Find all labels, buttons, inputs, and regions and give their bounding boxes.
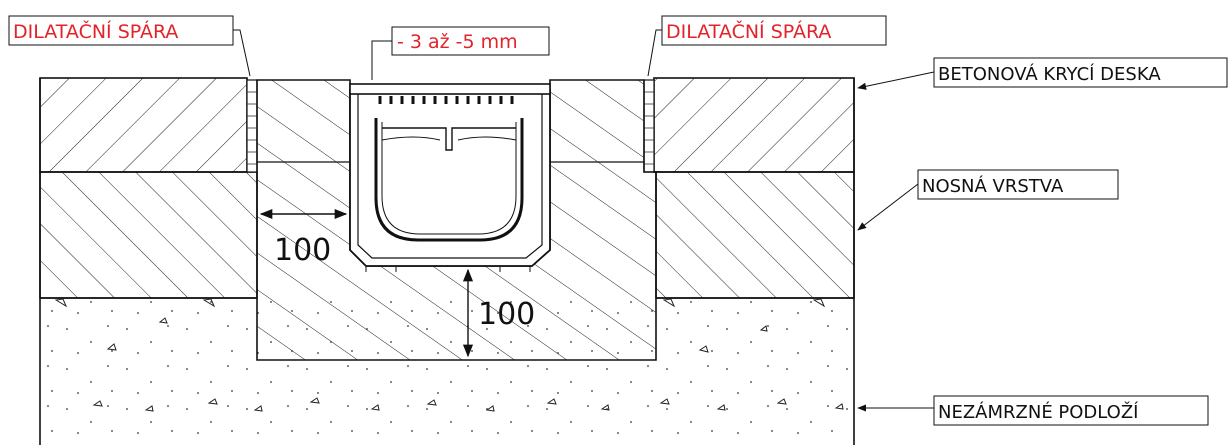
label-cover-slab: BETONOVÁ KRYCÍ DESKA — [938, 63, 1161, 85]
dimension-side-value: 100 — [274, 233, 331, 268]
callout-tolerance: - 3 až -5 mm — [371, 26, 550, 80]
label-subgrade: NEZÁMRZNÉ PODLOŽÍ — [938, 401, 1139, 423]
callout-bearing-layer: NOSNÁ VRSTVA — [857, 169, 1119, 231]
cover-slab — [39, 77, 855, 173]
dilatation-joint-left — [246, 79, 258, 173]
label-tolerance: - 3 až -5 mm — [397, 31, 518, 53]
label-bearing-layer: NOSNÁ VRSTVA — [922, 175, 1064, 197]
dimension-side: 100 — [259, 208, 348, 268]
callout-subgrade: NEZÁMRZNÉ PODLOŽÍ — [857, 395, 1209, 426]
dilatation-joint-right — [643, 79, 655, 173]
callout-dilatation-right: DILATAČNÍ SPÁRA — [647, 15, 887, 77]
callout-dilatation-left: DILATAČNÍ SPÁRA — [8, 15, 251, 77]
dimension-bottom-value: 100 — [478, 297, 535, 332]
label-dilatation-right: DILATAČNÍ SPÁRA — [666, 19, 831, 43]
grating — [349, 83, 551, 104]
drainage-channel — [349, 89, 551, 272]
callout-cover-slab: BETONOVÁ KRYCÍ DESKA — [857, 57, 1228, 90]
dimension-bottom: 100 — [462, 268, 535, 358]
bearing-layer — [39, 171, 855, 299]
label-dilatation-left: DILATAČNÍ SPÁRA — [13, 19, 178, 43]
